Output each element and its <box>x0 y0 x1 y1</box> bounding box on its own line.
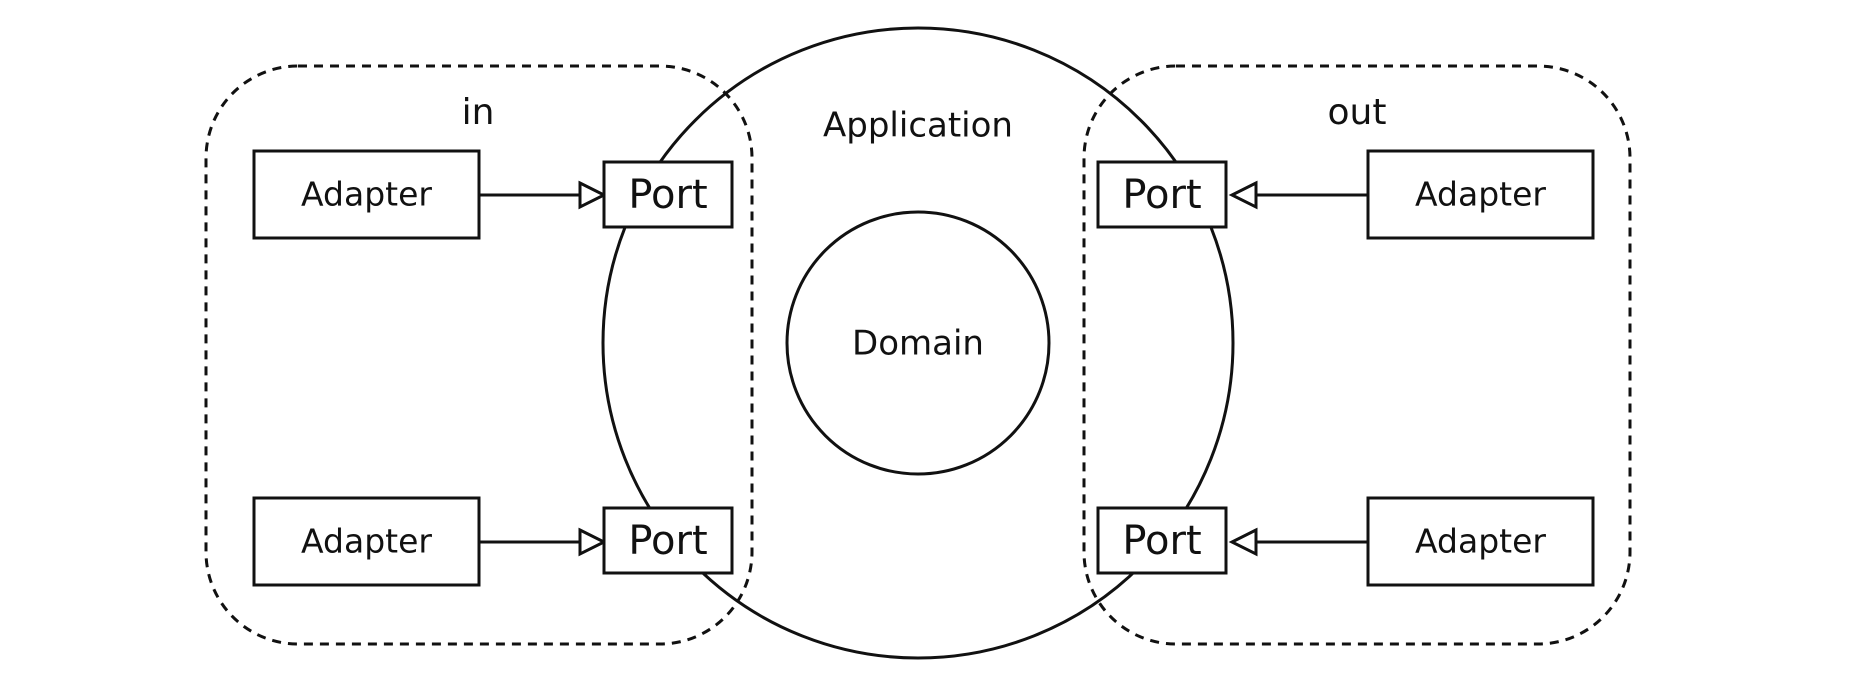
arrowhead-right-top <box>1228 180 1258 210</box>
application-circle <box>601 26 1235 660</box>
domain-label: Domain <box>852 324 984 364</box>
application-label: Application <box>823 106 1013 146</box>
out-zone-label: out <box>1328 92 1387 133</box>
port-left-top: Port <box>602 160 734 229</box>
port-left-top-label: Port <box>628 172 707 218</box>
arrowhead-left-bottom <box>578 527 608 557</box>
out-zone <box>1082 64 1632 646</box>
domain-circle <box>785 210 1051 476</box>
adapter-right-bottom-label: Adapter <box>1415 522 1546 561</box>
in-zone-label: in <box>462 92 495 133</box>
in-zone <box>204 64 754 646</box>
arrowhead-right-bottom <box>1228 527 1258 557</box>
port-right-top: Port <box>1096 160 1228 229</box>
adapter-right-top-label: Adapter <box>1415 175 1546 214</box>
arrowhead-left-top <box>578 180 608 210</box>
adapter-left-top: Adapter <box>252 149 481 240</box>
adapter-left-bottom: Adapter <box>252 496 481 587</box>
port-right-bottom-label: Port <box>1122 518 1201 564</box>
adapter-left-bottom-label: Adapter <box>301 522 432 561</box>
adapter-right-top: Adapter <box>1366 149 1595 240</box>
port-right-top-label: Port <box>1122 172 1201 218</box>
port-left-bottom-label: Port <box>628 518 707 564</box>
port-right-bottom: Port <box>1096 506 1228 575</box>
adapter-left-top-label: Adapter <box>301 175 432 214</box>
adapter-right-bottom: Adapter <box>1366 496 1595 587</box>
port-left-bottom: Port <box>602 506 734 575</box>
